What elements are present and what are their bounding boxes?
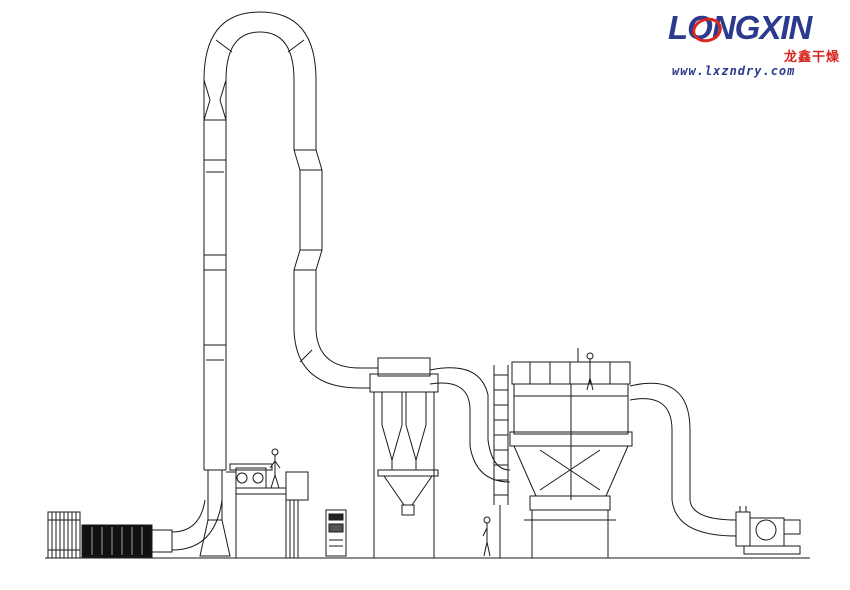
longxin-logo: LONGXIN 龙鑫干燥 www.lxzndry.com [668,8,844,80]
u-bend-outer [204,12,316,80]
inlet-duct-bend-outer [172,500,222,550]
bag-filter [510,348,632,558]
cyclone-outlet-duct-inner [430,383,510,482]
access-ladder [494,365,508,558]
control-cabinet [326,510,346,556]
induced-draft-fan [736,506,800,554]
logo-wordmark: LONGXIN [668,9,812,46]
air-heater [48,512,172,558]
worker-figure-ground [483,517,490,556]
logo-website-url: www.lxzndry.com [672,64,796,78]
exhaust-duct-inner [630,399,736,536]
cyclone-separator [360,358,438,558]
worker-figure-feeder [270,449,280,488]
cyclone-outlet-duct [430,368,510,470]
logo-chinese-name: 龙鑫干燥 [783,50,840,65]
down-pipe [294,80,360,388]
inlet-duct-bend [172,500,205,532]
exhaust-duct [630,383,736,520]
worker-figure-top [587,353,593,390]
u-bend-inner [226,32,294,80]
riser-pipe [200,80,230,556]
feeder-unit [226,464,308,558]
